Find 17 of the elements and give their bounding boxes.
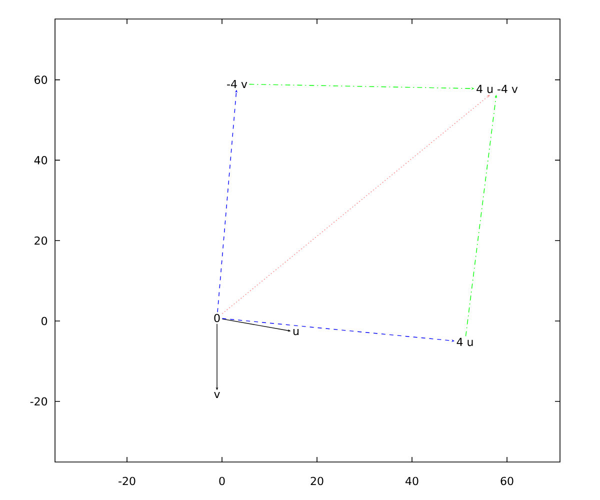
point-label: 4 u -4 v — [476, 84, 518, 94]
tick-label: 20 — [34, 236, 48, 245]
point-label: v — [214, 392, 220, 398]
point-label: u — [293, 328, 298, 336]
tick-label: 60 — [500, 476, 514, 486]
tick-label: 20 — [310, 476, 324, 486]
tick-label: -20 — [118, 476, 136, 486]
tick-label: 40 — [406, 476, 418, 486]
tick-label: 40 — [34, 156, 48, 164]
tick-label: 0 — [42, 316, 48, 326]
point-label: 4 u — [456, 338, 473, 346]
tick-label: 0 — [219, 476, 225, 486]
vector-arrow — [222, 94, 490, 314]
point-label: 0 — [214, 314, 220, 322]
tick-label: 60 — [34, 76, 48, 84]
tick-label: -20 — [30, 397, 48, 406]
point-label: -4 v — [227, 80, 248, 88]
